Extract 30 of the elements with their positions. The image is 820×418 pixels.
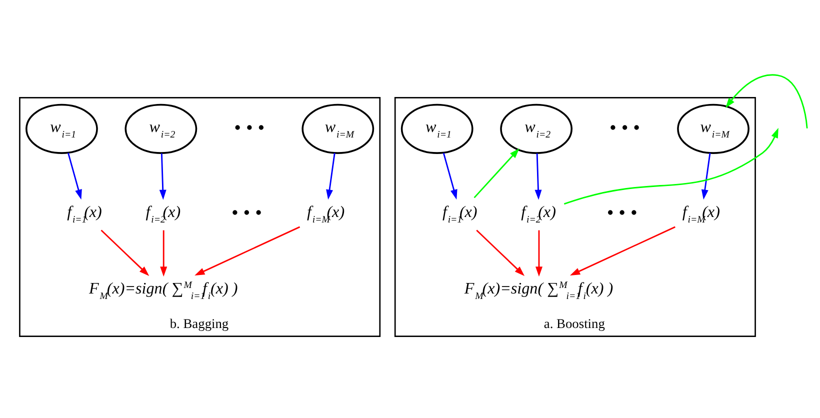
arrow bbox=[100, 230, 150, 276]
arrow bbox=[701, 152, 711, 200]
label: • • • bbox=[610, 116, 640, 139]
arrow bbox=[476, 230, 525, 276]
label: • • • bbox=[606, 202, 638, 224]
node-text: F$_{M}$(x)=sign( ∑$^{M}$$_{i=1}$f$_{i}$(x) ) bbox=[464, 280, 614, 302]
arrow bbox=[160, 230, 168, 277]
arrow bbox=[68, 152, 82, 200]
arrow bbox=[159, 153, 166, 200]
arrow bbox=[726, 74, 808, 128]
label: • • • bbox=[234, 116, 265, 139]
node-ellipse: w$_{i=M}$ bbox=[302, 104, 374, 154]
node-ellipse: w$_{i=2}$ bbox=[500, 104, 572, 154]
node-ellipse: w$_{i=2}$ bbox=[124, 104, 198, 154]
arrow bbox=[535, 230, 542, 277]
node-ellipse: w$_{i=1}$ bbox=[400, 104, 474, 154]
arrow bbox=[194, 226, 300, 276]
node-text: f$_{i=M}$(x) bbox=[307, 204, 345, 226]
node-text: f$_{i=1}$(x) bbox=[442, 204, 478, 226]
node-ellipse: w$_{i=M}$ bbox=[677, 104, 750, 154]
arrow bbox=[570, 226, 676, 276]
arrow bbox=[326, 152, 336, 200]
arrow bbox=[442, 152, 458, 200]
arrow bbox=[474, 148, 520, 198]
node-text: f$_{i=M}$(x) bbox=[682, 204, 720, 226]
node-ellipse: w$_{i=1}$ bbox=[26, 104, 98, 154]
arrow bbox=[534, 153, 542, 200]
node-text: f$_{i=1}$(x) bbox=[67, 204, 102, 226]
arrow bbox=[564, 128, 778, 205]
label: • • • bbox=[231, 202, 262, 224]
